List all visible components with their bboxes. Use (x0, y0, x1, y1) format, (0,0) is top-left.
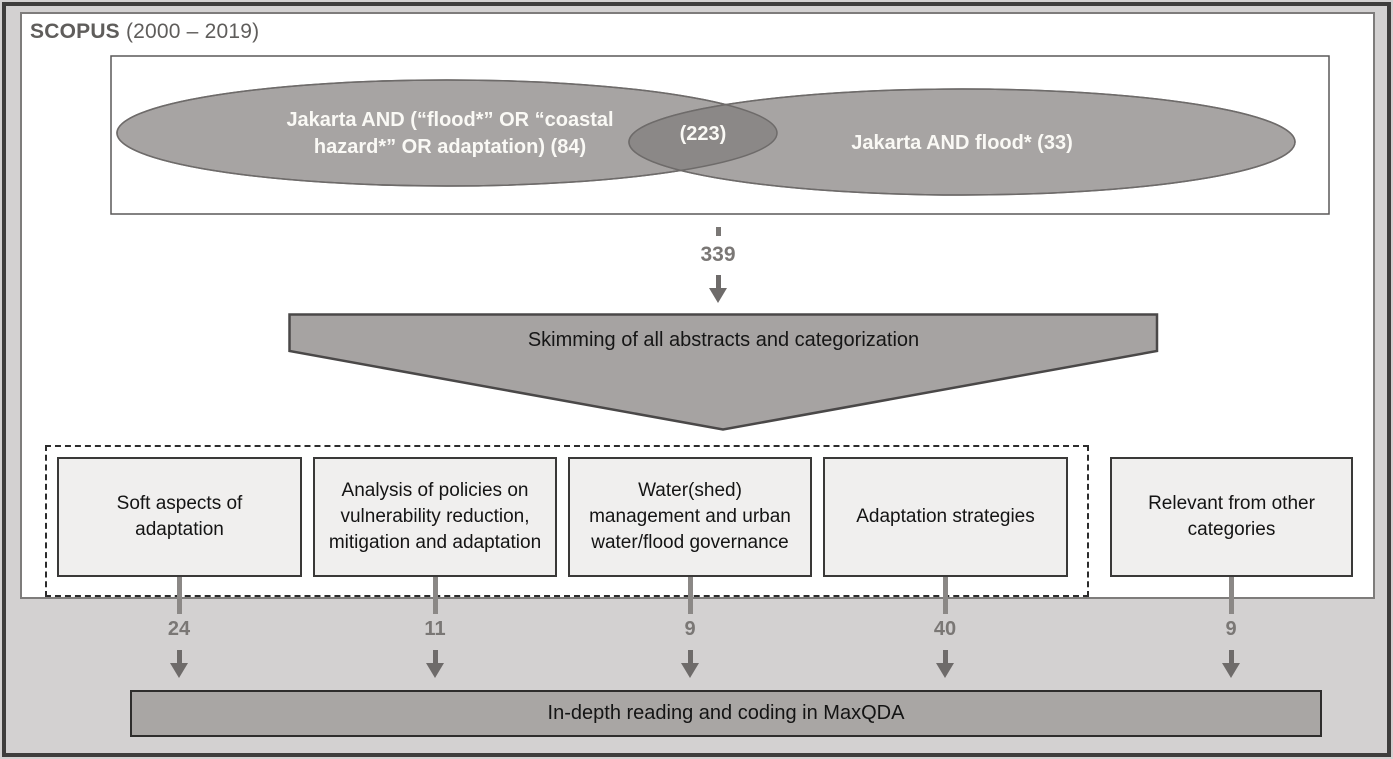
connector-soft-aspects: 24 (149, 577, 209, 678)
category-box-water-governance: Water(shed) management and urban water/f… (568, 457, 812, 577)
funnel-shape (288, 313, 1159, 431)
connector-adaptation-strategies: 40 (915, 577, 975, 678)
total-records-connector: 339 (688, 227, 748, 303)
database-name: SCOPUS (30, 20, 120, 43)
right-query-ellipse-outline (628, 88, 1296, 196)
dash-segment (715, 227, 721, 236)
left-query-label: Jakarta AND (“flood*” OR “coastal hazard… (286, 109, 614, 158)
connector-line (942, 577, 948, 614)
year-range: (2000 – 2019) (125, 20, 260, 43)
connector-line (1228, 577, 1234, 614)
down-arrow-shaft (1228, 650, 1234, 663)
down-arrow-shaft (715, 275, 721, 288)
left-query-ellipse-outline (116, 79, 778, 187)
total-records-count: 339 (700, 243, 736, 266)
down-arrow-icon (1222, 663, 1240, 678)
down-arrow-icon (681, 663, 699, 678)
connector-line (432, 577, 438, 614)
skimming-funnel (288, 313, 1159, 431)
down-arrow-icon (709, 288, 727, 303)
venn-diagram (110, 55, 1330, 215)
intersection-count: (223) (679, 123, 727, 145)
panel-title: SCOPUS (2000 – 2019) (30, 20, 259, 44)
down-arrow-shaft (176, 650, 182, 663)
connector-line (176, 577, 182, 614)
category-box-soft-aspects: Soft aspects of adaptation (57, 457, 302, 577)
categories-dashed-group (45, 445, 1089, 597)
down-arrow-shaft (687, 650, 693, 663)
down-arrow-icon (170, 663, 188, 678)
skimming-step-label: Skimming of all abstracts and categoriza… (527, 329, 920, 351)
right-query-label: Jakarta AND flood* (33) (851, 132, 1073, 154)
category-count: 9 (1225, 618, 1237, 640)
category-count: 40 (933, 618, 957, 640)
final-step-bar: In-depth reading and coding in MaxQDA (130, 690, 1322, 737)
category-count: 9 (684, 618, 696, 640)
category-count: 24 (167, 618, 191, 640)
category-box-adaptation-strategies: Adaptation strategies (823, 457, 1068, 577)
connector-water-governance: 9 (660, 577, 720, 678)
category-box-policy-analysis: Analysis of policies on vulnerability re… (313, 457, 557, 577)
category-count: 11 (424, 618, 446, 640)
down-arrow-shaft (432, 650, 438, 663)
connector-line (687, 577, 693, 614)
connector-other-relevant: 9 (1201, 577, 1261, 678)
category-box-other-relevant: Relevant from other categories (1110, 457, 1353, 577)
connector-policy-analysis: 11 (405, 577, 465, 678)
down-arrow-icon (426, 663, 444, 678)
down-arrow-shaft (942, 650, 948, 663)
down-arrow-icon (936, 663, 954, 678)
